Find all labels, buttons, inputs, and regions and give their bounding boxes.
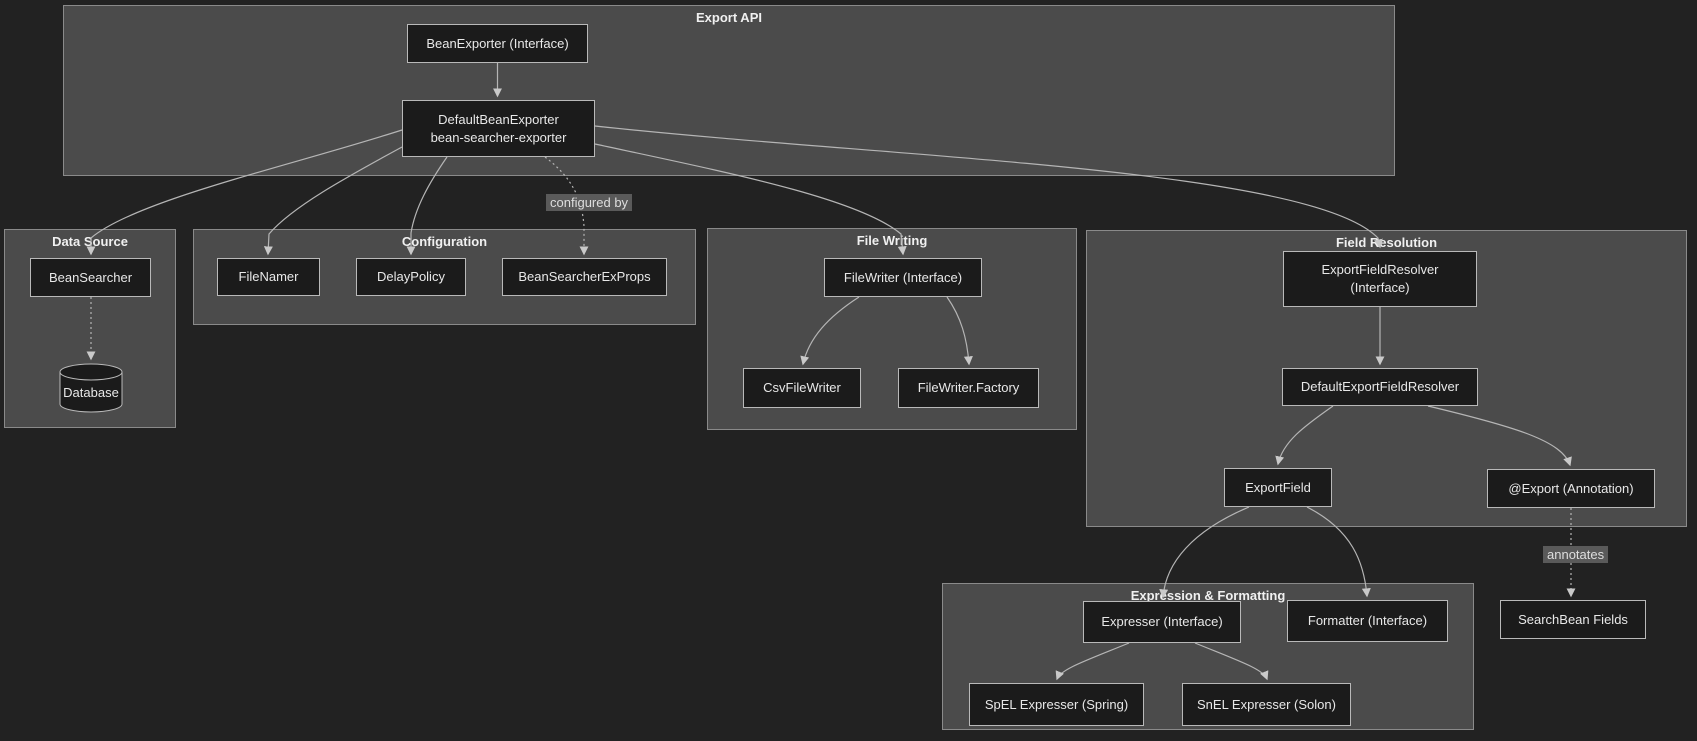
node-formatter: Formatter (Interface) — [1287, 600, 1448, 642]
node-label: FileWriter (Interface) — [843, 269, 963, 285]
node-label: SearchBean Fields — [1518, 611, 1628, 627]
node-label: FileWriter.Factory — [917, 380, 1020, 396]
node-label: BeanSearcher — [48, 269, 133, 285]
node-file-writer: FileWriter (Interface) — [824, 258, 982, 297]
node-label: @Export (Annotation) — [1508, 480, 1634, 496]
database-cylinder-icon — [59, 363, 123, 413]
node-label: ExportFieldResolver — [1321, 262, 1439, 278]
node-label: SpEL Expresser (Spring) — [984, 696, 1129, 712]
node-default-export-field-resolver: DefaultExportFieldResolver — [1282, 368, 1478, 406]
node-bean-exporter: BeanExporter (Interface) — [407, 24, 588, 63]
node-delay-policy: DelayPolicy — [356, 258, 466, 296]
node-label: DefaultExportFieldResolver — [1300, 379, 1460, 395]
cluster-title-field-resolution: Field Resolution — [1335, 235, 1438, 250]
cluster-title-export-api: Export API — [696, 10, 762, 25]
node-expresser: Expresser (Interface) — [1083, 601, 1241, 643]
node-export-annotation: @Export (Annotation) — [1487, 469, 1655, 508]
node-searchbean-fields: SearchBean Fields — [1500, 600, 1646, 639]
node-bean-searcher: BeanSearcher — [30, 258, 151, 297]
node-sublabel: (Interface) — [1350, 280, 1410, 295]
cluster-title-data-source: Data Source — [52, 234, 128, 249]
node-label: Database — [63, 385, 119, 400]
cluster-title-file-writing: File Writing — [856, 233, 928, 248]
node-snel-expresser: SnEL Expresser (Solon) — [1182, 683, 1351, 726]
node-default-bean-exporter: DefaultBeanExporter bean-searcher-export… — [402, 100, 595, 157]
node-label: DelayPolicy — [377, 269, 445, 285]
edge-label-annotates: annotates — [1543, 546, 1609, 563]
node-file-namer: FileNamer — [217, 258, 320, 296]
node-bean-searcher-ex-props: BeanSearcherExProps — [502, 258, 667, 296]
node-label: BeanSearcherExProps — [518, 269, 651, 285]
node-label: Formatter (Interface) — [1307, 613, 1428, 629]
node-csv-file-writer: CsvFileWriter — [743, 368, 861, 408]
node-file-writer-factory: FileWriter.Factory — [898, 368, 1039, 408]
node-label: ExportField — [1245, 479, 1311, 495]
cluster-title-configuration: Configuration — [401, 234, 488, 249]
node-label: Expresser (Interface) — [1101, 614, 1223, 630]
node-label: BeanExporter (Interface) — [426, 35, 569, 51]
node-export-field-resolver: ExportFieldResolver (Interface) — [1283, 251, 1477, 307]
node-label: DefaultBeanExporter — [438, 111, 559, 127]
node-label: CsvFileWriter — [763, 380, 841, 396]
node-export-field: ExportField — [1224, 468, 1332, 507]
edge-label-configured-by: configured by — [546, 194, 633, 211]
cluster-export-api: Export API — [63, 5, 1395, 176]
node-label: FileNamer — [238, 269, 299, 285]
node-spel-expresser: SpEL Expresser (Spring) — [969, 683, 1144, 726]
node-sublabel: bean-searcher-exporter — [430, 129, 567, 145]
node-database: Database — [59, 363, 123, 413]
node-label: SnEL Expresser (Solon) — [1197, 696, 1336, 712]
